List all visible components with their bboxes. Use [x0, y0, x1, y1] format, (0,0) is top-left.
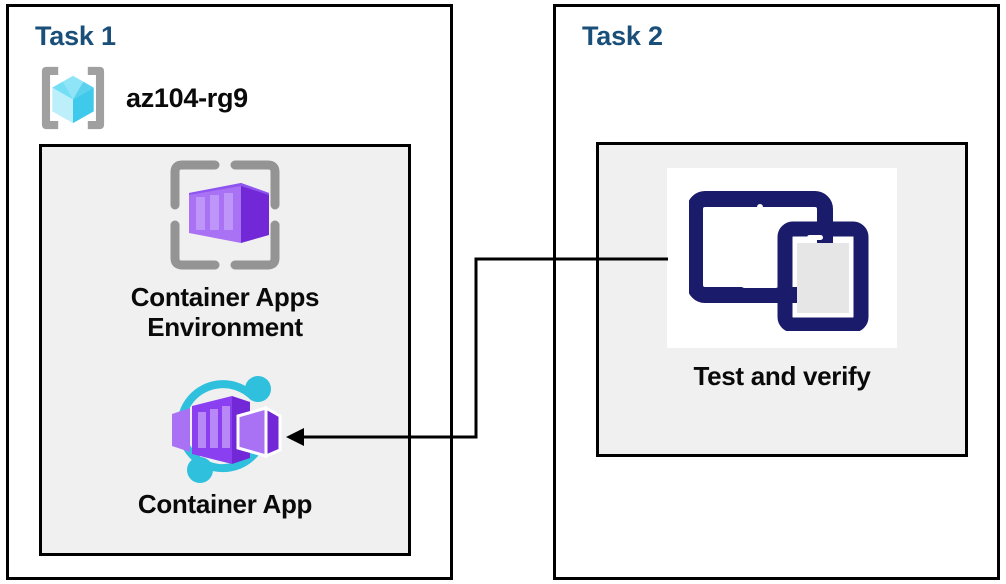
node-container-app-label: Container App — [137, 489, 313, 519]
task-1-title: Task 1 — [35, 21, 116, 51]
node-container-app: Container App — [60, 372, 390, 520]
resource-group-label: az104-rg9 — [126, 82, 248, 113]
test-icon-plate — [667, 168, 897, 348]
node-test-and-verify-label: Test and verify — [693, 361, 871, 391]
node-container-apps-environment-label: Container Apps Environment — [130, 282, 320, 342]
task-2-title: Task 2 — [582, 21, 663, 51]
container-app-icon — [172, 376, 282, 483]
resource-group-icon — [41, 66, 105, 130]
container-apps-environment-icon — [170, 160, 280, 270]
node-test-and-verify: Test and verify — [646, 168, 918, 392]
test-devices-icon — [689, 191, 869, 331]
node-container-apps-environment: Container Apps Environment — [60, 155, 390, 343]
resource-group-header: az104-rg9 — [36, 58, 356, 138]
